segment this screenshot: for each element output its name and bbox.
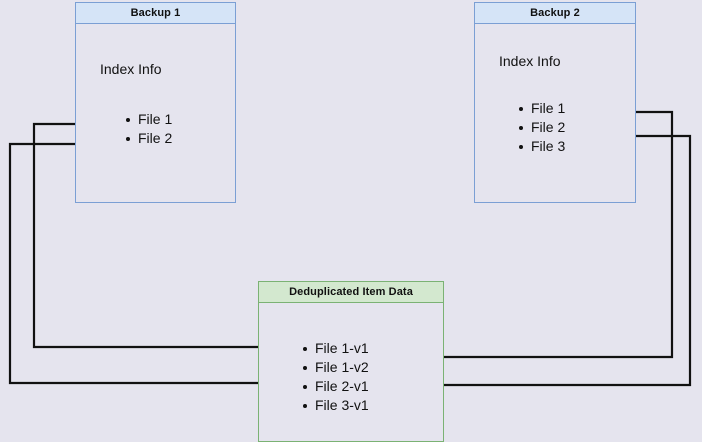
backup-1-header: Backup 1 [76,3,235,24]
backup-2-index-info-label: Index Info [499,53,561,69]
deduplicated-file-list: File 1-v1 File 1-v2 File 2-v1 File 3-v1 [303,339,369,415]
list-item[interactable]: File 3-v1 [303,396,369,415]
list-item[interactable]: File 3 [519,137,565,156]
list-item[interactable]: File 2 [126,129,172,148]
list-item[interactable]: File 2 [519,118,565,137]
list-item[interactable]: File 1-v1 [303,339,369,358]
backup-1-file-list: File 1 File 2 [126,110,172,148]
backup-2-header: Backup 2 [475,3,635,24]
list-item[interactable]: File 1 [126,110,172,129]
deduplicated-item-data-header: Deduplicated Item Data [259,282,443,303]
list-item[interactable]: File 2-v1 [303,377,369,396]
backup-2-box[interactable]: Backup 2 Index Info File 1 File 2 File 3 [474,2,636,203]
backup-2-file-list: File 1 File 2 File 3 [519,99,565,156]
backup-1-index-info-label: Index Info [100,61,162,77]
backup-1-box[interactable]: Backup 1 Index Info File 1 File 2 [75,2,236,203]
deduplicated-item-data-box[interactable]: Deduplicated Item Data File 1-v1 File 1-… [258,281,444,442]
list-item[interactable]: File 1-v2 [303,358,369,377]
list-item[interactable]: File 1 [519,99,565,118]
